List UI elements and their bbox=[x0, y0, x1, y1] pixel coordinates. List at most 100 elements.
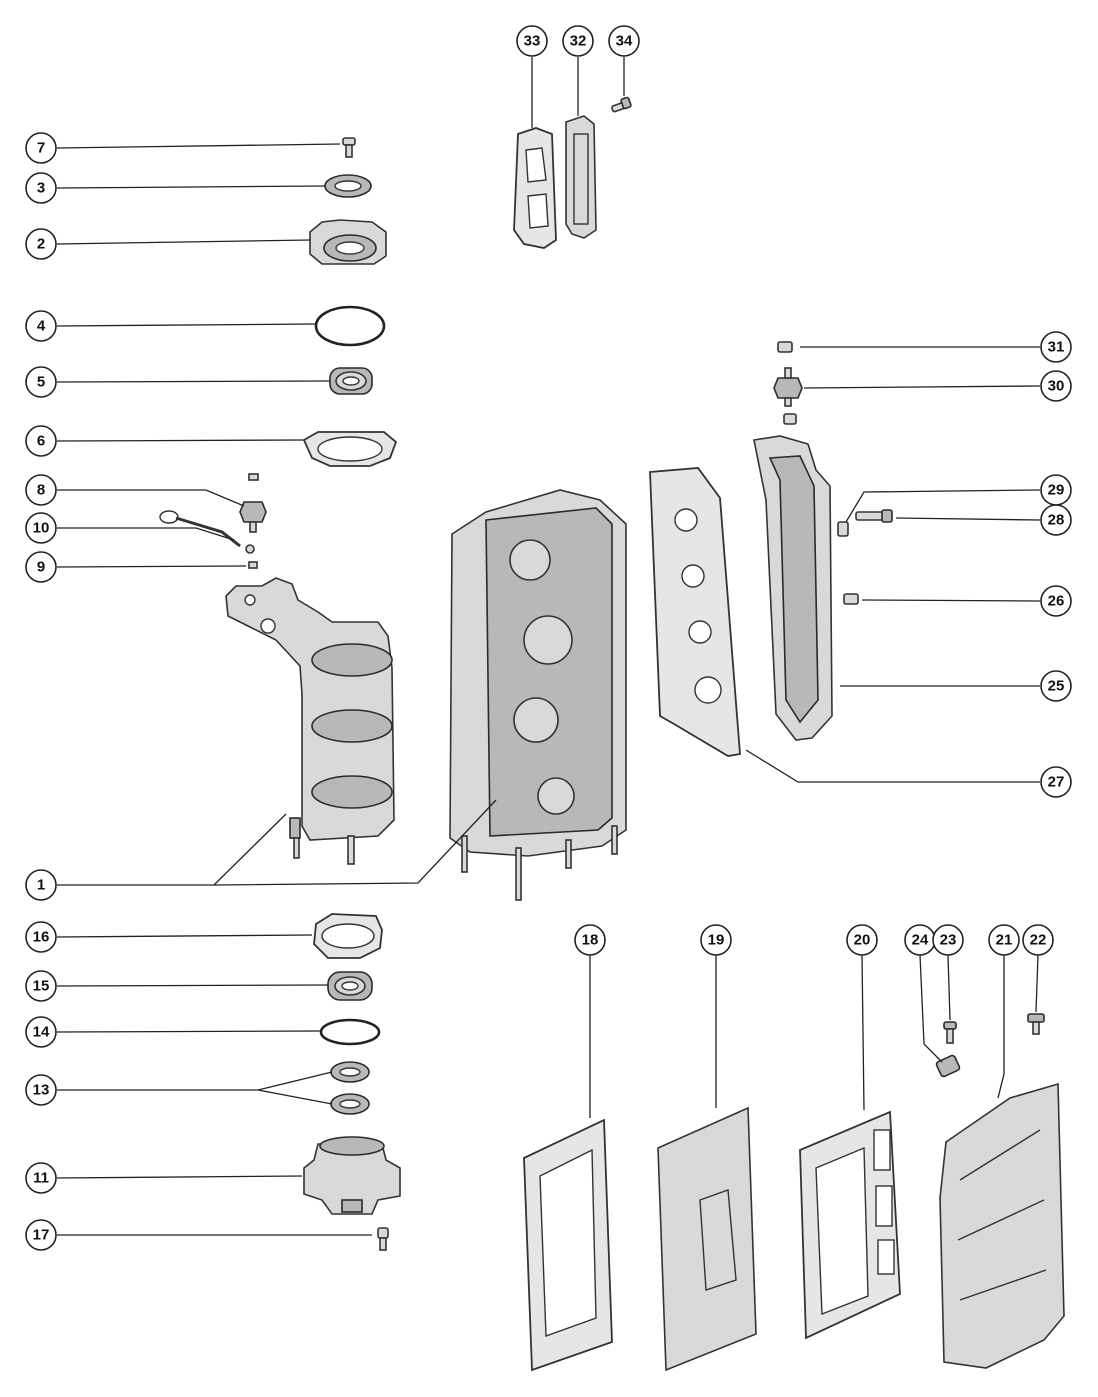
part-screw-34 bbox=[611, 96, 632, 113]
callout-4: 4 bbox=[25, 310, 57, 342]
svg-text:24: 24 bbox=[912, 932, 929, 949]
callout-22: 22 bbox=[1022, 924, 1054, 956]
svg-text:13: 13 bbox=[33, 1082, 50, 1099]
part-cover-25 bbox=[753, 435, 833, 741]
part-plug-26 bbox=[843, 593, 859, 605]
leader-lines bbox=[56, 57, 1041, 1236]
callout-26: 26 bbox=[1040, 585, 1072, 617]
callout-25: 25 bbox=[1040, 670, 1072, 702]
part-washer-29 bbox=[837, 521, 849, 537]
callout-34: 34 bbox=[608, 25, 640, 57]
part-bearing-15 bbox=[327, 971, 373, 1001]
part-o-ring-14 bbox=[319, 1018, 381, 1046]
svg-text:31: 31 bbox=[1048, 339, 1065, 356]
svg-text:17: 17 bbox=[33, 1227, 50, 1244]
part-gasket-33 bbox=[513, 127, 557, 249]
svg-text:10: 10 bbox=[33, 520, 50, 537]
callout-15: 15 bbox=[25, 970, 57, 1002]
part-seal-13-lower bbox=[330, 1093, 370, 1115]
callout-33: 33 bbox=[516, 25, 548, 57]
svg-text:32: 32 bbox=[570, 33, 587, 50]
callout-8: 8 bbox=[25, 474, 57, 506]
part-plate-19 bbox=[657, 1106, 757, 1372]
callout-18: 18 bbox=[574, 924, 606, 956]
callout-10: 10 bbox=[25, 512, 57, 544]
part-nut-31 bbox=[777, 341, 793, 353]
part-o-ring-4 bbox=[314, 305, 386, 347]
part-ground-strap-10 bbox=[159, 510, 255, 554]
svg-text:16: 16 bbox=[33, 929, 50, 946]
callout-13: 13 bbox=[25, 1074, 57, 1106]
svg-text:6: 6 bbox=[37, 433, 45, 450]
part-gasket-16 bbox=[313, 913, 383, 959]
part-cover-32 bbox=[565, 115, 597, 239]
svg-text:4: 4 bbox=[37, 318, 46, 335]
callout-9: 9 bbox=[25, 551, 57, 583]
callout-24: 24 bbox=[904, 924, 936, 956]
callout-19: 19 bbox=[700, 924, 732, 956]
callout-27: 27 bbox=[1040, 766, 1072, 798]
svg-text:9: 9 bbox=[37, 559, 45, 576]
part-gasket-6 bbox=[302, 431, 398, 467]
svg-text:19: 19 bbox=[708, 932, 725, 949]
svg-text:33: 33 bbox=[524, 33, 541, 50]
svg-text:3: 3 bbox=[37, 180, 45, 197]
callout-28: 28 bbox=[1040, 504, 1072, 536]
callout-3: 3 bbox=[25, 172, 57, 204]
svg-text:21: 21 bbox=[996, 932, 1013, 949]
part-bearing-5 bbox=[329, 367, 373, 395]
svg-text:7: 7 bbox=[37, 140, 45, 157]
svg-text:30: 30 bbox=[1048, 378, 1065, 395]
part-cylinder-block-1 bbox=[449, 489, 627, 901]
part-crankcase-left-1 bbox=[225, 577, 395, 865]
svg-text:11: 11 bbox=[33, 1170, 49, 1187]
callout-11: 11 bbox=[25, 1162, 57, 1194]
svg-text:22: 22 bbox=[1030, 932, 1047, 949]
callout-32: 32 bbox=[562, 25, 594, 57]
callout-16: 16 bbox=[25, 921, 57, 953]
callout-30: 30 bbox=[1040, 370, 1072, 402]
part-cover-21 bbox=[939, 1082, 1065, 1369]
svg-text:20: 20 bbox=[854, 932, 871, 949]
part-screw-28 bbox=[855, 509, 893, 523]
svg-text:23: 23 bbox=[940, 932, 957, 949]
callout-17: 17 bbox=[25, 1219, 57, 1251]
part-gasket-18 bbox=[523, 1118, 613, 1372]
part-mount-30 bbox=[773, 367, 803, 425]
part-seal-3 bbox=[324, 174, 372, 198]
part-mount-8 bbox=[239, 473, 267, 533]
part-screw-17 bbox=[377, 1227, 389, 1251]
svg-text:8: 8 bbox=[37, 482, 45, 499]
callout-1: 1 bbox=[25, 869, 57, 901]
svg-text:2: 2 bbox=[37, 236, 45, 253]
part-seal-13-upper bbox=[330, 1061, 370, 1083]
callout-23: 23 bbox=[932, 924, 964, 956]
part-screw-23 bbox=[943, 1021, 957, 1044]
part-gasket-27 bbox=[649, 467, 741, 757]
callout-2: 2 bbox=[25, 228, 57, 260]
svg-text:27: 27 bbox=[1048, 774, 1065, 791]
callout-31: 31 bbox=[1040, 331, 1072, 363]
callout-29: 29 bbox=[1040, 474, 1072, 506]
svg-text:34: 34 bbox=[616, 33, 633, 50]
part-end-cap-11 bbox=[303, 1136, 401, 1215]
callout-20: 20 bbox=[846, 924, 878, 956]
part-screw-7 bbox=[342, 137, 356, 158]
svg-text:26: 26 bbox=[1048, 593, 1065, 610]
svg-text:18: 18 bbox=[582, 932, 599, 949]
callout-14: 14 bbox=[25, 1016, 57, 1048]
svg-text:5: 5 bbox=[37, 374, 45, 391]
callout-7: 7 bbox=[25, 132, 57, 164]
callout-5: 5 bbox=[25, 366, 57, 398]
svg-text:15: 15 bbox=[33, 978, 50, 995]
callout-6: 6 bbox=[25, 425, 57, 457]
svg-text:1: 1 bbox=[37, 877, 45, 894]
callout-21: 21 bbox=[988, 924, 1020, 956]
part-fitting-24 bbox=[935, 1054, 961, 1078]
svg-text:25: 25 bbox=[1048, 678, 1065, 695]
svg-text:28: 28 bbox=[1048, 512, 1065, 529]
part-nut-9 bbox=[248, 561, 258, 569]
part-bearing-housing-2 bbox=[309, 219, 387, 265]
svg-text:14: 14 bbox=[33, 1024, 50, 1041]
